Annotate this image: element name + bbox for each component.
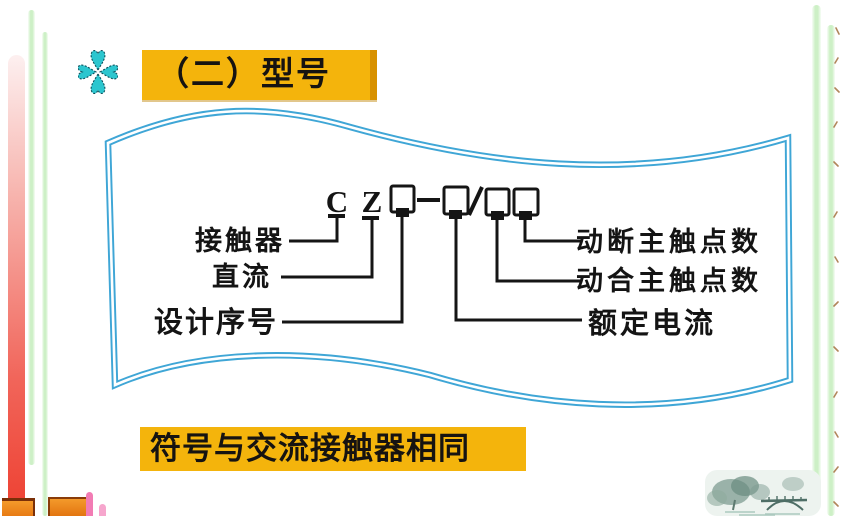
label-dc: 直流	[212, 262, 272, 292]
label-no-main-contacts: 动合主触点数	[576, 265, 762, 296]
letter-z-underline	[362, 216, 379, 220]
box-stub	[491, 211, 504, 220]
connector-nc-contacts	[523, 220, 581, 243]
wave-banner: C Z 接触器 直流	[104, 107, 794, 408]
landscape-image	[705, 470, 821, 516]
connector-contactor	[289, 218, 339, 243]
code-letter-c: C	[326, 184, 348, 219]
footer-note: 符号与交流接触器相同	[140, 427, 526, 471]
code-slash	[467, 186, 484, 216]
red-accent-bar	[8, 55, 25, 505]
green-accent-bar-right-1	[812, 5, 821, 505]
clover-icon	[78, 49, 118, 95]
box-stub	[396, 208, 409, 217]
connector-design-serial	[282, 217, 404, 324]
decorative-flecks	[833, 27, 840, 507]
letter-c-underline	[328, 214, 345, 218]
green-accent-bar-left-2	[42, 32, 48, 516]
connector-no-contacts	[495, 220, 581, 283]
green-accent-bar-left-1	[28, 10, 35, 465]
label-rated-current: 额定电流	[588, 306, 716, 340]
pink-bar-1	[86, 492, 93, 516]
landscape-water	[725, 511, 800, 516]
orange-block-1	[2, 498, 35, 516]
pink-bar-2	[99, 504, 106, 516]
wave-banner-border-gap	[106, 109, 792, 406]
footer-note-text: 符号与交流接触器相同	[150, 431, 470, 466]
landscape-bridge	[760, 496, 808, 511]
green-accent-bar-right-2	[827, 25, 835, 516]
orange-block-2	[48, 497, 88, 516]
page-title-text: （二）型号	[156, 57, 331, 93]
connector-dc	[281, 220, 374, 279]
page-title: （二）型号	[142, 50, 377, 100]
connector-rated-current	[454, 219, 582, 322]
code-letter-z: Z	[362, 184, 383, 219]
box-stub	[449, 210, 462, 219]
label-design-serial: 设计序号	[154, 305, 278, 339]
label-contactor: 接触器	[195, 226, 285, 256]
box-stub	[519, 211, 532, 220]
landscape-trees	[707, 476, 804, 511]
label-nc-main-contacts: 动断主触点数	[576, 227, 762, 257]
